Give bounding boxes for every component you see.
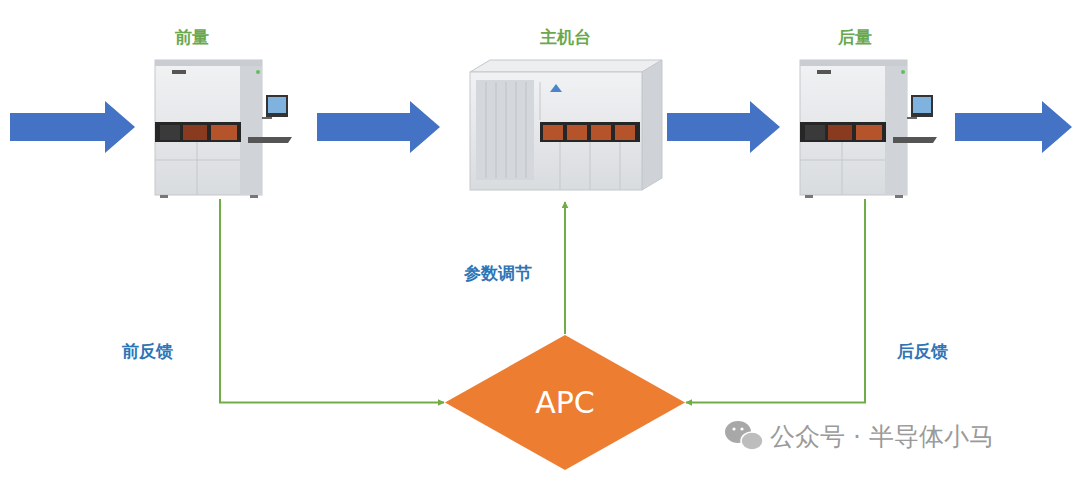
foup: [567, 125, 587, 140]
grille-line: [526, 82, 527, 178]
apc-diamond: APC: [445, 335, 685, 470]
edge-label: 参数调节: [462, 262, 534, 285]
flow-arrow: [667, 101, 780, 153]
edge-label: 前反馈: [120, 340, 175, 363]
panel-line: [590, 142, 591, 190]
chat-bubble: [741, 432, 763, 450]
eye: [732, 427, 735, 430]
metrology-tool-node: 后量: [795, 20, 950, 198]
post-metrology-tool: [800, 60, 937, 198]
tool-side: [642, 60, 662, 190]
flow-arrow-in: [10, 101, 135, 153]
grille-line: [496, 82, 497, 178]
panel-line: [560, 142, 561, 190]
tool-top: [470, 60, 662, 72]
grille-line: [516, 82, 517, 178]
metrology-tool-node: 前量: [148, 20, 298, 198]
grille-line: [486, 82, 487, 178]
foup: [615, 125, 635, 140]
process-tool-node: 主机台: [465, 20, 665, 200]
tool-title: 主机台: [540, 26, 591, 49]
panel-line: [540, 82, 541, 120]
brand-logo: [550, 84, 562, 92]
tool-grille: [476, 80, 534, 180]
grille-line: [506, 82, 507, 178]
tool-title: 后量: [838, 26, 872, 49]
tool-title: 前量: [175, 26, 209, 49]
main-process-tool: [470, 60, 662, 190]
flow-arrow-out: [955, 101, 1072, 153]
feedback-line: [686, 199, 865, 403]
load-port: [540, 122, 640, 142]
eye: [740, 427, 743, 430]
wechat-icon: [725, 421, 763, 450]
foup: [591, 125, 611, 140]
diamond-shape: [445, 335, 685, 470]
flow-arrow: [317, 101, 440, 153]
edge-label: 后反馈: [895, 340, 950, 363]
watermark: 公众号 · 半导体小马: [770, 420, 994, 453]
pre-metrology-tool: [155, 60, 292, 198]
feedback-line: [564, 202, 566, 334]
foup: [543, 125, 563, 140]
tool-body: [470, 72, 642, 190]
node-label: APC: [535, 385, 595, 420]
feedback-line: [220, 199, 444, 403]
panel-line: [620, 142, 621, 190]
